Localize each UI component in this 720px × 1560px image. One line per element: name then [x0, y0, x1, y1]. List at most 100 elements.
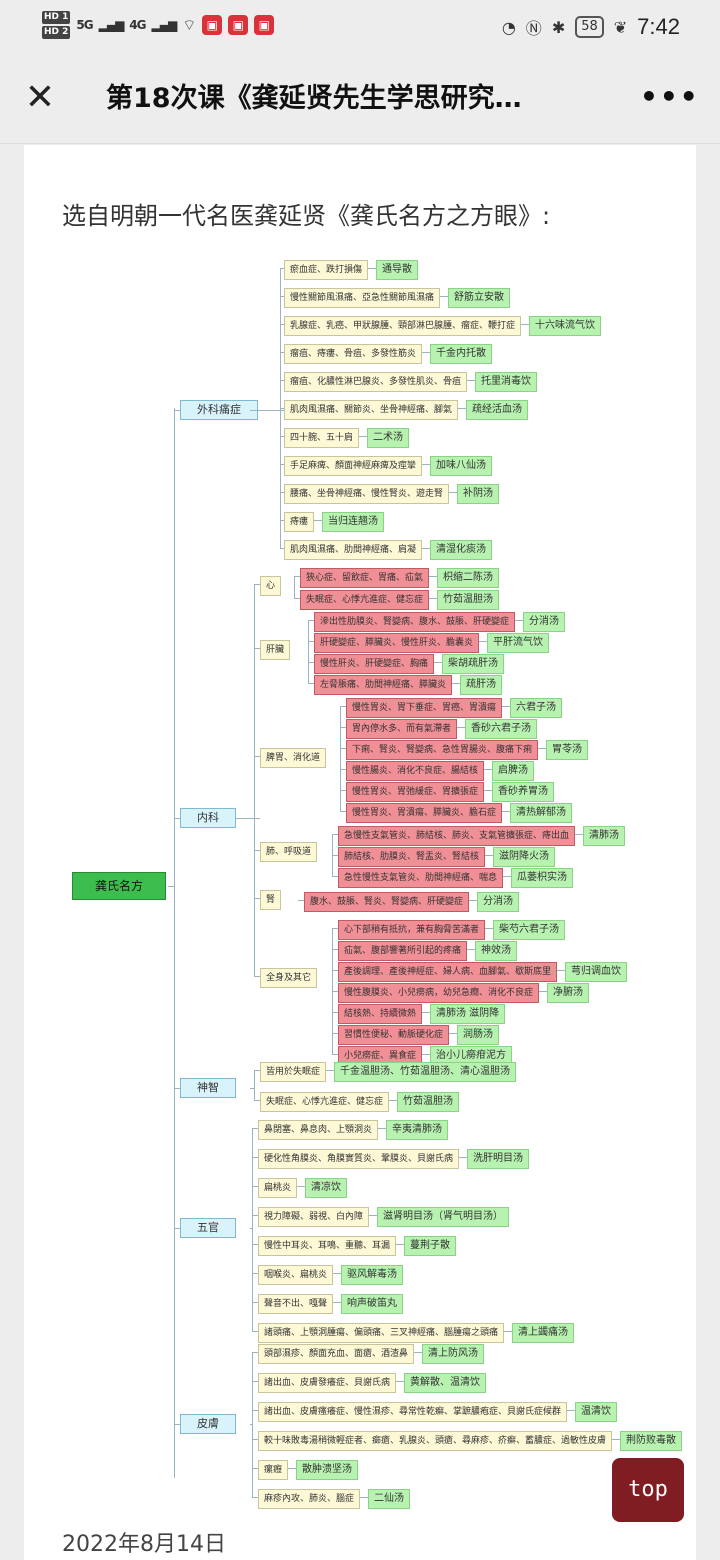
sub-category-node: 脾胃、消化道: [260, 748, 327, 768]
app-notification-icon: ▣: [228, 15, 249, 35]
formula-node: 二仙汤: [368, 1489, 410, 1509]
connector-line: [503, 876, 511, 877]
condition-node: 失眠症、心悸亢進症、健忘症: [260, 1092, 390, 1112]
formula-node: 柴芍六君子汤: [493, 920, 565, 940]
condition-node: 產後調理、產後神經症、婦人病、血腳氣、歇斯底里: [338, 962, 558, 982]
connector-line: [378, 1128, 386, 1129]
formula-node: 清肺汤 滋阴降: [430, 1004, 506, 1024]
connector-line: [314, 520, 322, 521]
connector-line: [422, 1054, 430, 1055]
condition-node: 較十味敗毒湯稍微輕症者、癤瘡、乳腺炎、頭瘡、尋麻疹、疥癬、蓄膿症、過敏性皮膚: [258, 1431, 613, 1451]
connector-line: [515, 620, 523, 621]
condition-node: 瘰癧: [258, 1460, 289, 1480]
condition-node: 硬化性角膜炎、角膜實質炎、鞏膜炎、貝謝氏病: [258, 1149, 460, 1169]
connector-line: [340, 769, 346, 770]
category-node: 五官: [180, 1218, 236, 1238]
condition-node: 肺結核、肋膜炎、腎盂炎、腎結核: [338, 847, 486, 867]
connector-line: [332, 1054, 338, 1055]
app-notification-icon: ▣: [202, 15, 223, 35]
connector-line: [332, 928, 333, 1054]
connector-line: [414, 1352, 422, 1353]
condition-node: 慢性腸炎、消化不良症、腸結核: [346, 761, 485, 781]
page-title: 第18次课《龚延贤先生学思研究…: [106, 83, 522, 114]
app-notification-icon: ▣: [254, 15, 275, 35]
connector-line: [459, 1157, 467, 1158]
connector-line: [280, 520, 284, 521]
condition-node: 四十腕、五十肩: [284, 428, 360, 448]
connector-line: [294, 598, 300, 599]
bluetooth-icon: ✱: [551, 17, 566, 37]
connector-line: [422, 464, 430, 465]
connector-line: [254, 648, 260, 649]
formula-node: 当归连翘汤: [322, 512, 384, 532]
connector-line: [252, 1157, 258, 1158]
connector-line: [308, 620, 309, 683]
connector-line: [389, 1100, 397, 1101]
condition-node: 滲出性肋膜炎、腎變病、腹水、鼓脹、肝硬變症: [314, 612, 516, 632]
connector-line: [308, 641, 314, 642]
connector-line: [333, 1273, 341, 1274]
signal-4g: 4G: [129, 18, 146, 32]
formula-node: 枳缩二陈汤: [437, 568, 499, 588]
condition-node: 失眠症、心悸亢進症、健忘症: [300, 590, 430, 610]
connector-line: [168, 886, 174, 887]
connector-line: [332, 928, 338, 929]
connector-line: [479, 641, 487, 642]
connector-line: [252, 1302, 258, 1303]
connector-line: [308, 683, 314, 684]
connector-line: [612, 1439, 620, 1440]
connector-line: [396, 1244, 404, 1245]
connector-line: [280, 352, 284, 353]
condition-node: 下痢、腎炎、腎變病、急性胃腸炎、腹痛下痢: [346, 740, 539, 760]
connector-line: [252, 1215, 258, 1216]
formula-node: 清肺汤: [583, 826, 625, 846]
connector-line: [340, 811, 346, 812]
sub-category-node: 全身及其它: [260, 968, 318, 988]
connector-line: [332, 949, 338, 950]
connector-line: [280, 548, 284, 549]
formula-node: 舒筋立安散: [448, 288, 510, 308]
top-nav-bar: ✕ 第18次课《龚延贤先生学思研究… •••: [0, 58, 720, 144]
article-intro: 选自明朝一代名医龚延贤《龚氏名方之方眼》:: [62, 202, 551, 230]
connector-line: [422, 1012, 430, 1013]
connector-line: [332, 834, 333, 876]
formula-node: 温清饮: [575, 1402, 617, 1422]
connector-line: [288, 1468, 296, 1469]
formula-node: 分消汤: [523, 612, 565, 632]
sim-indicator: HD 1 HD 2: [42, 10, 71, 40]
connector-line: [332, 1033, 338, 1034]
condition-node: 肝硬變症、膵臟炎、慢性肝炎、膽囊炎: [314, 633, 480, 653]
formula-node: 荆防败毒散: [620, 1431, 682, 1451]
connector-line: [485, 928, 493, 929]
condition-node: 左脅脹痛、肋間神經痛、膵臟炎: [314, 675, 453, 695]
connector-line: [567, 1410, 575, 1411]
connector-line: [458, 408, 466, 409]
condition-node: 慢性中耳炎、耳鳴、重聽、耳漏: [258, 1236, 397, 1256]
connector-line: [449, 1033, 457, 1034]
formula-node: 分消汤: [477, 892, 519, 912]
clock: 7:42: [637, 14, 680, 39]
more-options-icon[interactable]: •••: [640, 80, 700, 113]
connector-line: [332, 991, 338, 992]
close-icon[interactable]: ✕: [24, 77, 56, 118]
formula-node: 清上防风汤: [422, 1344, 484, 1364]
formula-node: 芎归调血饮: [565, 962, 627, 982]
connector-line: [368, 268, 376, 269]
connector-line: [254, 584, 260, 585]
category-node: 神智: [180, 1078, 236, 1098]
connector-line: [332, 855, 338, 856]
formula-node: 托里消毒饮: [475, 372, 537, 392]
formula-node: 补阴汤: [457, 484, 499, 504]
condition-node: 鼻閉塞、鼻息肉、上顎洞炎: [258, 1120, 379, 1140]
connector-line: [252, 1497, 258, 1498]
condition-node: 咽喉炎、扁桃炎: [258, 1265, 334, 1285]
connector-line: [333, 1302, 341, 1303]
back-to-top-button[interactable]: top: [612, 1458, 684, 1522]
connector-line: [484, 769, 492, 770]
condition-node: 肌肉風濕痛、肋間神經痛、肩凝: [284, 540, 423, 560]
formula-node: 柴胡疏肝汤: [442, 654, 504, 674]
connector-line: [359, 436, 367, 437]
formula-node: 驱风解毒汤: [341, 1265, 403, 1285]
condition-node: 頭部濕疹、顏面充血、面瘡、酒渣鼻: [258, 1344, 415, 1364]
formula-node: 瓜蒌枳实汤: [511, 868, 573, 888]
